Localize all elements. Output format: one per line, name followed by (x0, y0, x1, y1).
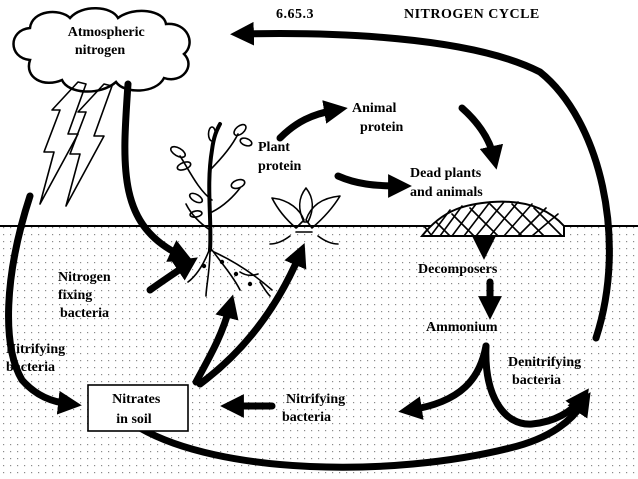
nitrates-box (87, 384, 189, 432)
animal-protein-label: Animal protein (352, 101, 404, 135)
nitrates-in-soil-label: Nitrates in soil (112, 392, 164, 427)
arrow-cloud-to-plant-roots (121, 80, 193, 262)
arrow-fixing-bacteria-to-roots (146, 257, 198, 294)
flower-icon (269, 187, 341, 245)
arrow-nitrates-to-plant (192, 294, 239, 386)
dead-plants-animals-label: Dead plants and animals (410, 166, 485, 200)
arrow-lightning-to-nitrates (5, 192, 82, 415)
diagram-title: NITROGEN CYCLE (404, 7, 540, 22)
arrow-nitrates-to-flower (196, 243, 307, 388)
lightning-bolt-icon (65, 83, 113, 207)
arrow-denitrification-to-atmosphere (230, 21, 613, 342)
plant-icon (169, 122, 273, 297)
figure-code: 6.65.3 (276, 7, 314, 22)
cloud-shape (12, 7, 191, 93)
arrow-plant-to-dead (334, 172, 412, 198)
nitrogen-fixing-bacteria-label: Nitrogen fixing bacteria (58, 270, 114, 321)
decomposers-label: Decomposers (418, 262, 498, 277)
dead-matter-mound-icon (419, 200, 565, 237)
ammonium-label: Ammonium (426, 320, 498, 335)
atmospheric-nitrogen-label: Atmospheric nitrogen (68, 25, 149, 58)
arrow-animal-to-dead (458, 104, 504, 170)
arrow-nitrates-to-denitrifying (136, 392, 591, 471)
plant-protein-label: Plant protein (258, 140, 302, 174)
denitrifying-bacteria-label: Denitrifying bacteria (508, 355, 585, 388)
arrow-plant-to-animal-protein (276, 100, 348, 142)
soil-region (0, 226, 638, 479)
nitrifying-bacteria-bottom-label: Nitrifying bacteria (282, 392, 349, 425)
nitrifying-bacteria-left-label: Nitrifying bacteria (6, 342, 69, 375)
lightning-bolt-icon (39, 81, 87, 205)
